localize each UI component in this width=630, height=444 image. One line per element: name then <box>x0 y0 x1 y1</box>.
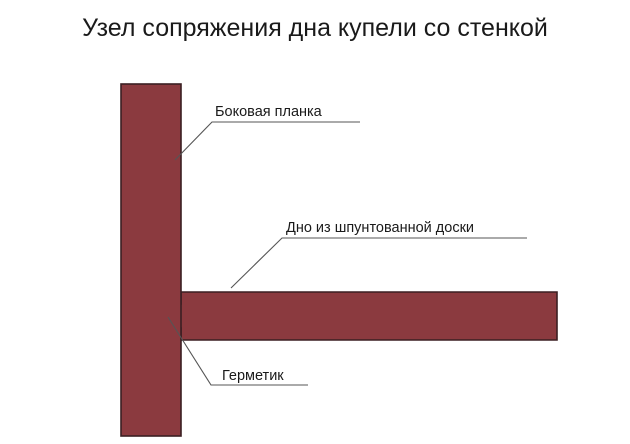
side-board-shape <box>120 83 182 437</box>
label-sealant: Герметик <box>222 368 284 384</box>
label-bottom-board: Дно из шпунтованной доски <box>286 220 475 236</box>
bottom-board-shape <box>170 291 558 341</box>
page-title: Узел сопряжения дна купели со стенкой <box>82 14 548 42</box>
label-side-board: Боковая планка <box>215 104 322 120</box>
leader-lines <box>167 121 527 386</box>
leader-side-board <box>174 121 360 161</box>
leader-bottom-board <box>230 237 527 289</box>
leader-sealant <box>167 316 308 386</box>
